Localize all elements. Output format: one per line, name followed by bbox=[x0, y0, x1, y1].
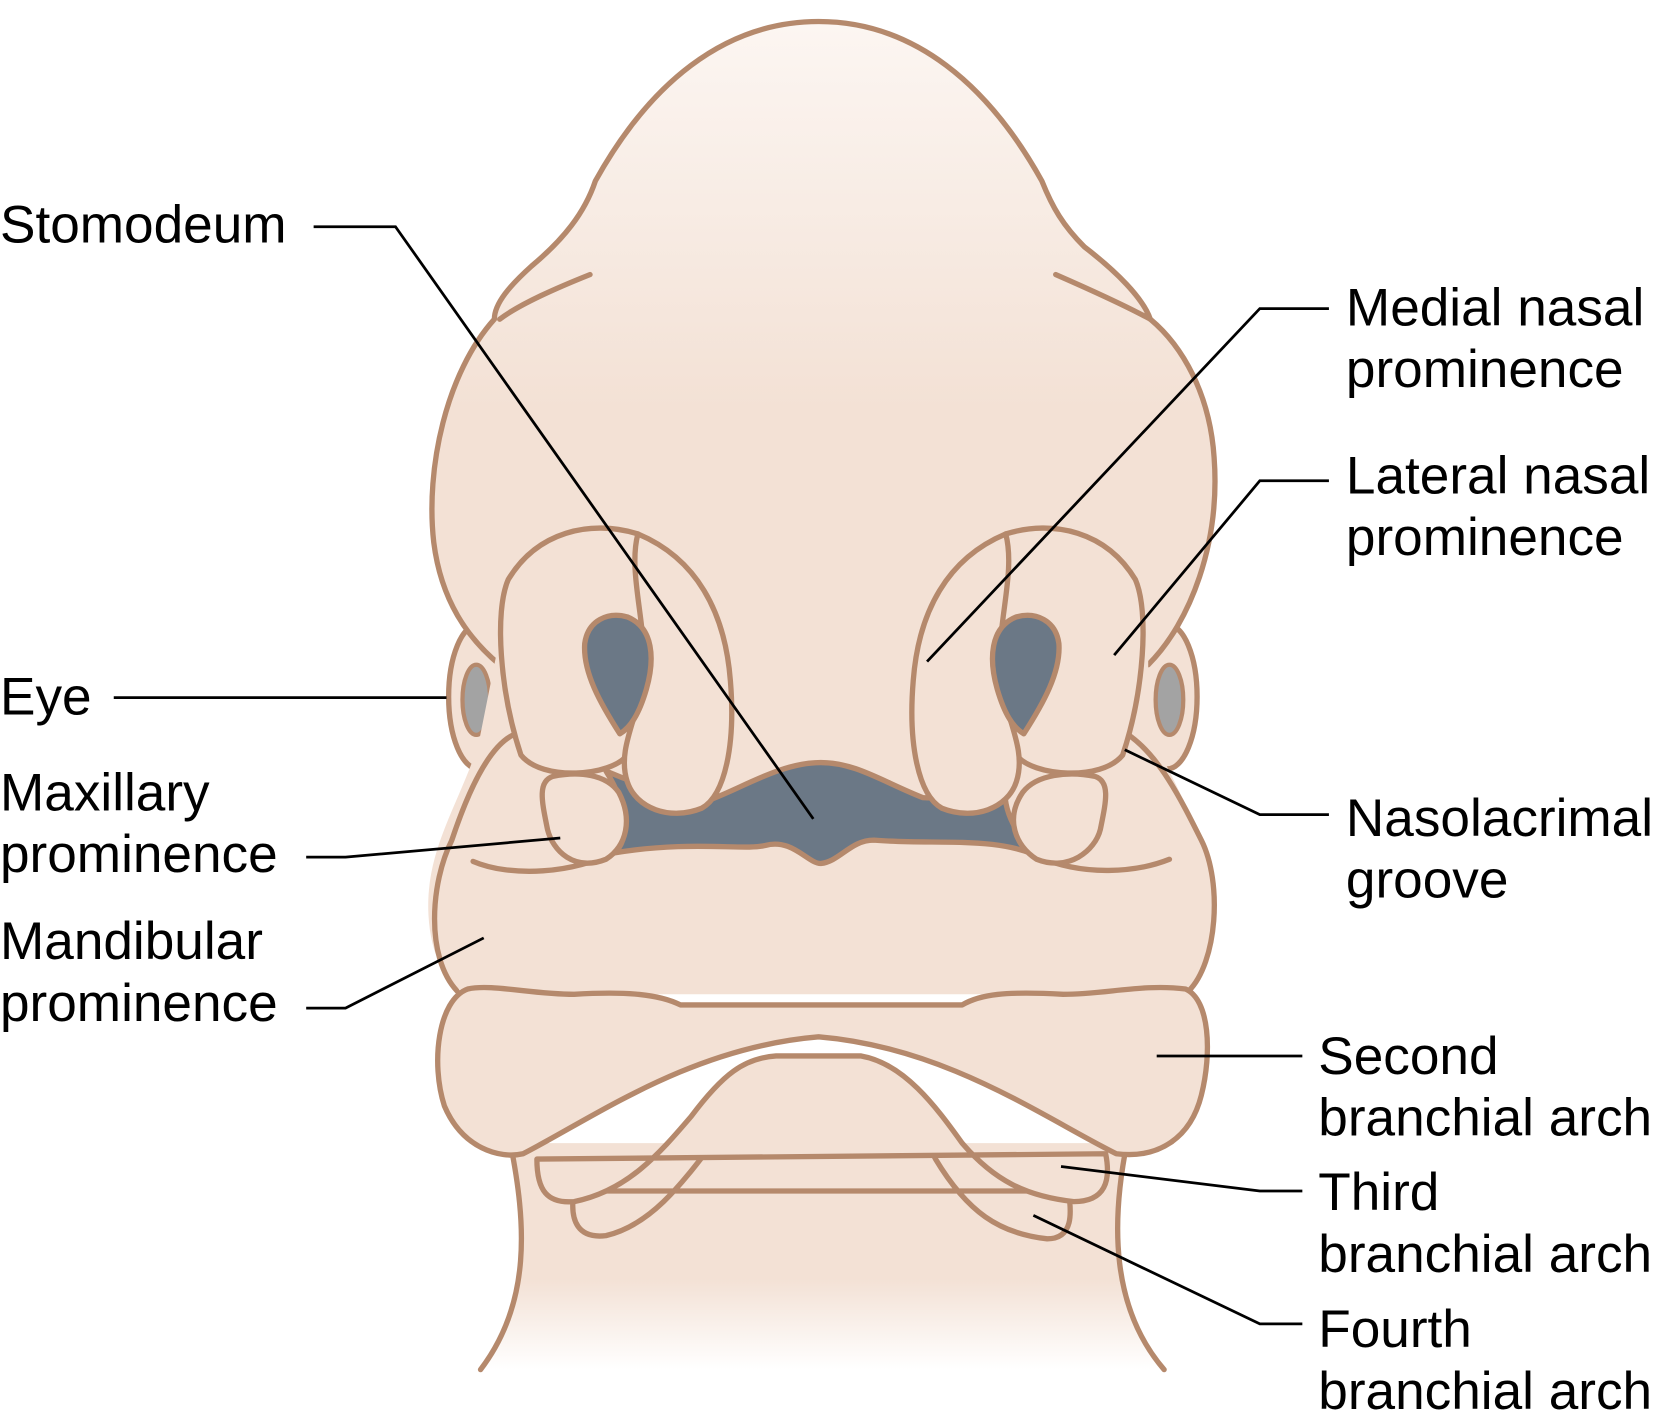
nasal-pit-right bbox=[989, 612, 1062, 737]
label-medial-nasal-2: prominence bbox=[1346, 340, 1624, 399]
leader-lines bbox=[113, 225, 1329, 1326]
label-eye: Eye bbox=[0, 668, 92, 727]
label-mandibular-2: prominence bbox=[0, 974, 278, 1033]
leader-fourth-arch bbox=[1032, 1214, 1303, 1326]
label-lateral-nasal-1: Lateral nasal bbox=[1346, 447, 1650, 506]
second-branchial-arch bbox=[435, 984, 1211, 1158]
label-medial-nasal-1: Medial nasal bbox=[1346, 279, 1644, 338]
maxillary-prominence-left bbox=[539, 771, 630, 866]
label-fourth-arch-2: branchial arch bbox=[1318, 1362, 1652, 1421]
leader-lateral-nasal bbox=[1113, 479, 1329, 657]
leader-mandibular bbox=[306, 936, 485, 1010]
label-nasolacrimal-2: groove bbox=[1346, 851, 1508, 910]
leader-medial-nasal bbox=[926, 307, 1329, 663]
label-stomodeum: Stomodeum bbox=[0, 196, 287, 255]
label-maxillary-1: Maxillary bbox=[0, 763, 210, 822]
nasal-pit-left bbox=[581, 612, 654, 737]
label-lateral-nasal-2: prominence bbox=[1346, 508, 1624, 567]
maxillary-prominence-right bbox=[1011, 771, 1109, 866]
label-third-arch-2: branchial arch bbox=[1318, 1225, 1652, 1284]
nasal-prominences-left bbox=[497, 525, 735, 816]
label-mandibular-1: Mandibular bbox=[0, 912, 263, 971]
label-nasolacrimal-1: Nasolacrimal bbox=[1346, 789, 1653, 848]
labels: Stomodeum Eye Maxillary prominence Mandi… bbox=[0, 196, 1653, 1421]
label-fourth-arch-1: Fourth bbox=[1318, 1300, 1472, 1359]
leader-maxillary bbox=[306, 836, 561, 859]
leader-third-arch bbox=[1060, 1165, 1303, 1193]
leader-stomodeum bbox=[313, 225, 815, 820]
head bbox=[429, 18, 1218, 668]
lower-arches bbox=[534, 1053, 1111, 1242]
label-second-arch-2: branchial arch bbox=[1318, 1089, 1652, 1148]
leader-nasolacrimal bbox=[1124, 748, 1329, 817]
label-maxillary-2: prominence bbox=[0, 825, 278, 884]
label-third-arch-1: Third bbox=[1318, 1163, 1439, 1222]
nasal-prominences-right bbox=[909, 525, 1146, 816]
label-second-arch-1: Second bbox=[1318, 1027, 1498, 1086]
